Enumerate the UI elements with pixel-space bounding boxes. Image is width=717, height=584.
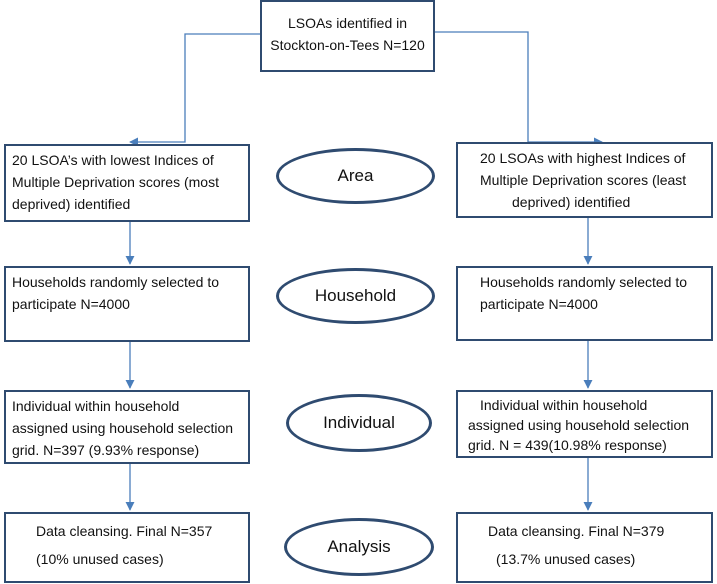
left-area-line-1: 20 LSOA’s with lowest Indices of xyxy=(12,152,214,168)
left-analysis-box: Data cleansing. Final N=357 (10% unused … xyxy=(4,512,250,583)
stage-area-label: Area xyxy=(337,166,374,185)
left-household-line-1: Households randomly selected to xyxy=(12,274,220,290)
right-area-line-3: deprived) identified xyxy=(512,194,631,210)
left-individual-box: Individual within household assigned usi… xyxy=(4,390,250,464)
right-household-box: Households randomly selected to particip… xyxy=(456,266,713,341)
right-household-line-1: Households randomly selected to xyxy=(480,274,688,290)
stage-analysis-oval: Analysis xyxy=(284,518,434,576)
right-individual-line-2: assigned using household selection xyxy=(468,417,690,433)
left-area-line-3: deprived) identified xyxy=(12,196,131,212)
stage-household-oval: Household xyxy=(276,268,435,324)
top-box-line-1: LSOAs identified in xyxy=(287,15,408,31)
right-analysis-line-2: (13.7% unused cases) xyxy=(496,551,636,567)
left-individual-line-2: assigned using household selection xyxy=(12,420,234,436)
right-area-line-1: 20 LSOAs with highest Indices of xyxy=(480,150,686,166)
left-area-box: 20 LSOA’s with lowest Indices of Multipl… xyxy=(4,144,250,222)
right-analysis-box: Data cleansing. Final N=379 (13.7% unuse… xyxy=(456,512,713,583)
left-analysis-line-2: (10% unused cases) xyxy=(36,551,164,567)
right-analysis-line-1: Data cleansing. Final N=379 xyxy=(488,523,665,539)
right-household-line-2: participate N=4000 xyxy=(480,296,598,312)
top-box-line-2: Stockton-on-Tees N=120 xyxy=(270,37,425,53)
right-individual-line-3: grid. N = 439(10.98% response) xyxy=(468,437,667,453)
left-area-line-2: Multiple Deprivation scores (most xyxy=(12,174,219,190)
left-individual-line-3: grid. N=397 (9.93% response) xyxy=(12,442,200,458)
stage-household-label: Household xyxy=(314,286,397,305)
left-household-line-2: participate N=4000 xyxy=(12,296,130,312)
arrow-top-to-right xyxy=(434,31,603,147)
stage-area-oval: Area xyxy=(276,148,435,204)
stage-individual-label: Individual xyxy=(323,413,395,432)
stage-individual-oval: Individual xyxy=(286,394,432,452)
arrow-top-to-left xyxy=(129,33,260,147)
right-area-box: 20 LSOAs with highest Indices of Multipl… xyxy=(456,142,713,218)
right-individual-box: Individual within household assigned usi… xyxy=(456,390,713,458)
right-area-line-2: Multiple Deprivation scores (least xyxy=(480,172,687,188)
stage-analysis-label: Analysis xyxy=(327,537,391,556)
left-analysis-line-1: Data cleansing. Final N=357 xyxy=(36,523,213,539)
left-individual-line-1: Individual within household xyxy=(12,398,180,414)
left-household-box: Households randomly selected to particip… xyxy=(4,266,250,342)
right-individual-line-1: Individual within household xyxy=(480,397,648,413)
top-box: LSOAs identified in Stockton-on-Tees N=1… xyxy=(260,0,435,72)
